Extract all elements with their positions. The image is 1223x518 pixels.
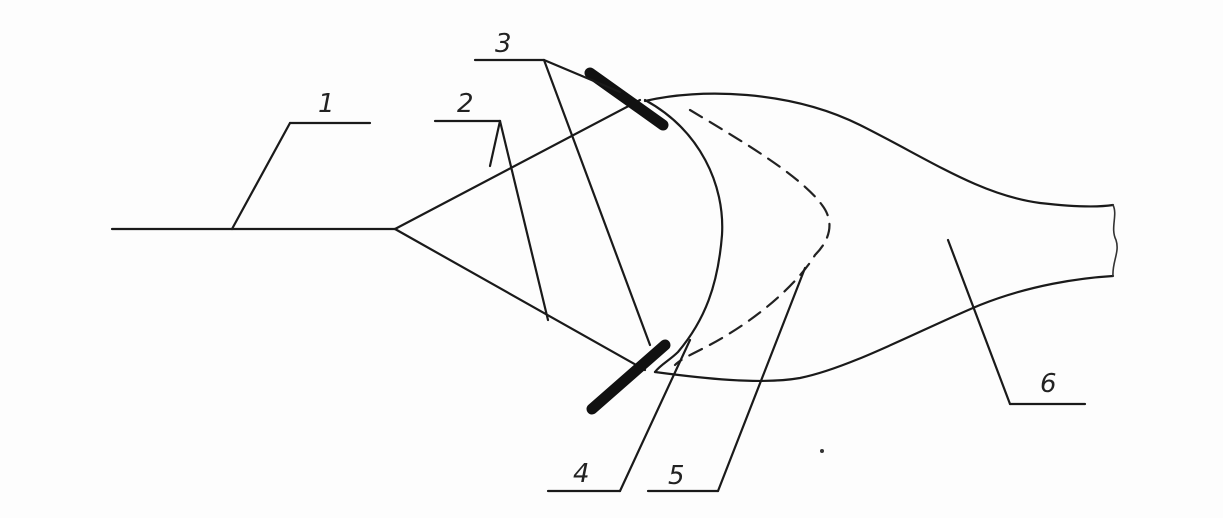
object-outline-bottom bbox=[653, 274, 1115, 383]
label-5: 5 bbox=[668, 461, 685, 491]
leader-6 bbox=[946, 238, 1012, 406]
lower-tie-rod bbox=[393, 227, 647, 372]
leader-2b bbox=[498, 119, 550, 322]
front-contour-dashed bbox=[673, 108, 831, 367]
leader-5 bbox=[716, 266, 807, 493]
upper-jaw bbox=[584, 67, 669, 131]
leader-4 bbox=[618, 338, 692, 493]
label-3: 3 bbox=[495, 29, 512, 59]
stray-dot bbox=[820, 449, 824, 453]
leader-1 bbox=[230, 121, 292, 231]
label-2: 2 bbox=[457, 89, 474, 119]
object-outline-top bbox=[643, 92, 1115, 208]
front-contour-solid bbox=[643, 98, 724, 374]
label-6: 6 bbox=[1040, 369, 1057, 399]
upper-tie-rod bbox=[393, 98, 642, 231]
object-cut-end bbox=[1112, 204, 1118, 277]
lower-jaw bbox=[586, 339, 671, 415]
leader-2a bbox=[488, 119, 502, 168]
leader-3a bbox=[542, 58, 622, 94]
label-1: 1 bbox=[318, 89, 335, 119]
label-4: 4 bbox=[573, 459, 590, 489]
leader-3b bbox=[542, 58, 652, 347]
